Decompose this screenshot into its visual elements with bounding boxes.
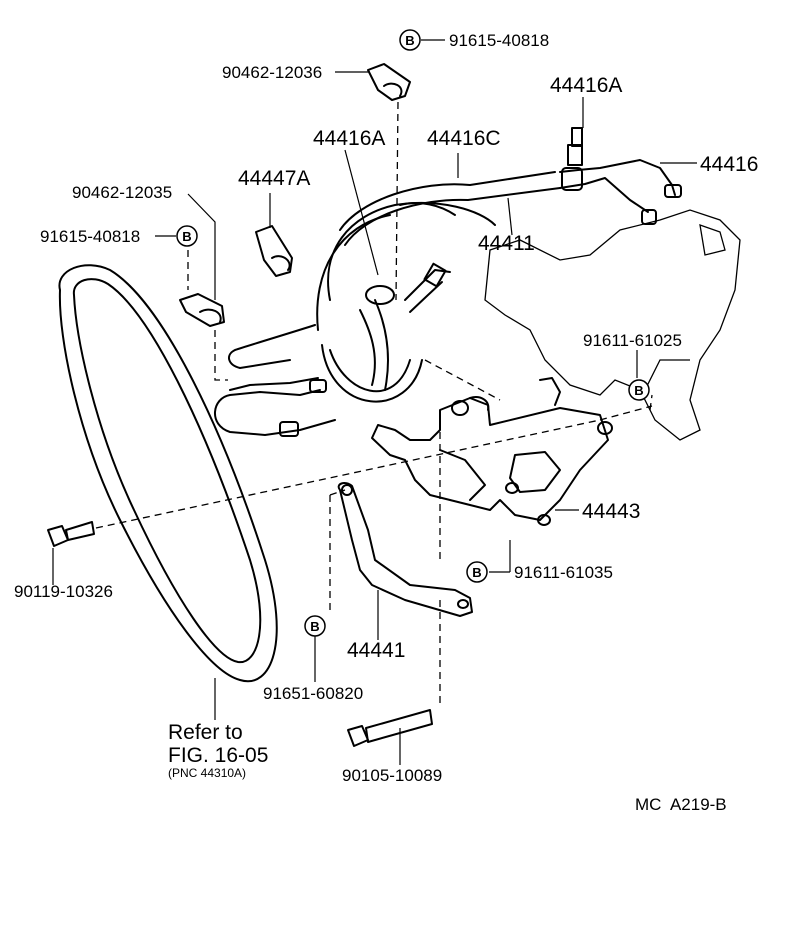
svg-text:B: B [472, 565, 481, 580]
bolt-marker-b-bracket: B [466, 561, 488, 583]
svg-text:B: B [310, 619, 319, 634]
label-91651-60820: 91651-60820 [263, 684, 363, 703]
label-91615-40818-left: 91615-40818 [40, 227, 140, 246]
svg-text:B: B [182, 229, 191, 244]
label-90462-12035: 90462-12035 [72, 183, 172, 202]
bolt-marker-b-right: B [628, 379, 650, 401]
reference-note-line3: (PNC 44310A) [168, 766, 246, 780]
label-44447A: 44447A [238, 167, 310, 190]
label-44441: 44441 [347, 639, 405, 662]
leader-lines [52, 39, 697, 765]
label-44416A-top: 44416A [550, 74, 622, 97]
bolt-marker-b-left: B [176, 225, 198, 247]
label-44443: 44443 [582, 500, 640, 523]
pump-bracket [371, 377, 613, 526]
adjusting-bar [337, 482, 473, 617]
bolt-marker-b-top: B [399, 29, 421, 51]
power-steering-pump-hoses [214, 127, 682, 437]
clamps [179, 63, 411, 327]
svg-text:B: B [405, 33, 414, 48]
drive-belt [58, 264, 278, 683]
label-91611-61025: 91611-61025 [583, 331, 682, 350]
label-44416C: 44416C [427, 127, 501, 150]
dashed-alignment-lines [95, 101, 653, 705]
diagram-code: MC A219-B [635, 795, 727, 814]
label-44411: 44411 [478, 232, 535, 255]
label-90119-10326: 90119-10326 [14, 582, 113, 601]
label-91611-61035: 91611-61035 [514, 563, 613, 582]
bolts [47, 521, 433, 747]
reference-note-line1: Refer to [168, 721, 243, 744]
label-91615-40818-top: 91615-40818 [449, 31, 549, 50]
reference-note-line2: FIG. 16-05 [168, 744, 268, 767]
label-44416A-mid: 44416A [313, 127, 385, 150]
svg-text:B: B [634, 383, 643, 398]
label-90105-10089: 90105-10089 [342, 766, 442, 785]
label-44416: 44416 [700, 153, 758, 176]
bolt-marker-b-bottom: B [304, 615, 326, 637]
label-90462-12036: 90462-12036 [222, 63, 322, 82]
